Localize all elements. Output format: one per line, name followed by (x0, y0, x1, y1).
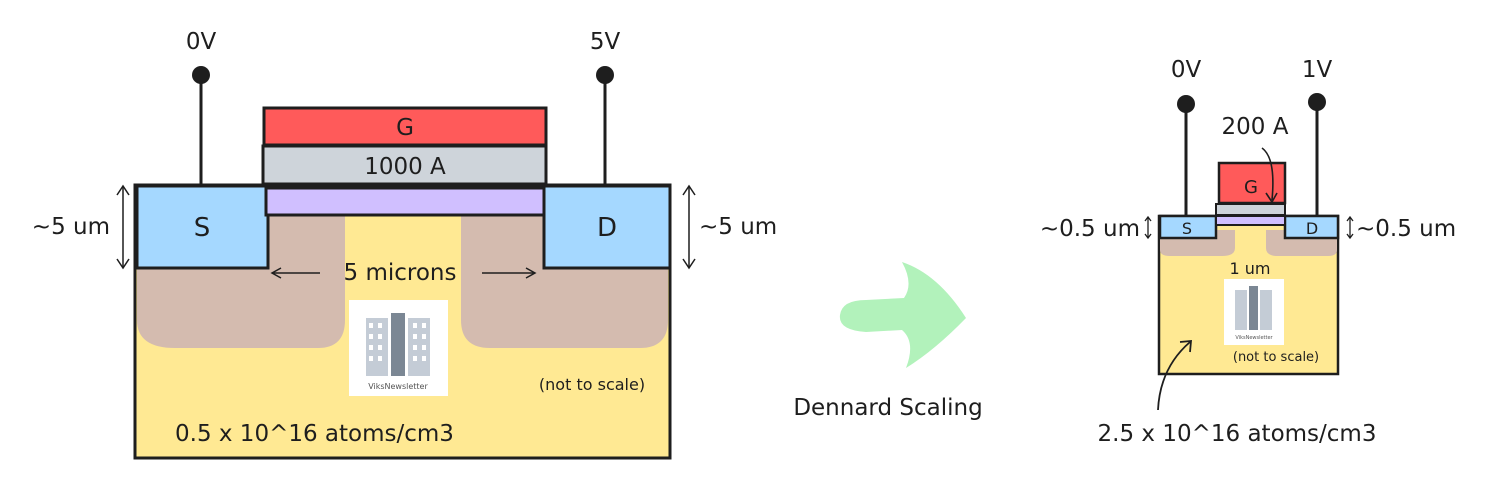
right-oxide-thickness: 200 A (1222, 114, 1289, 140)
left-drain-label: D (597, 213, 617, 243)
right-channel-layer (1215, 215, 1286, 226)
right-source-label: S (1182, 219, 1192, 238)
right-depth-marker-right (1346, 215, 1354, 240)
right-doping-pointer (1157, 340, 1192, 411)
left-depth-marker-left (116, 184, 130, 270)
left-source-terminal (192, 66, 210, 84)
left-depth-marker-right (682, 184, 696, 270)
left-newsletter-logo: ViksNewsletter (349, 300, 448, 396)
right-oxide-layer (1215, 203, 1286, 216)
left-doping: 0.5 x 10^16 atoms/cm3 (175, 421, 454, 447)
right-gate-label: G (1244, 177, 1258, 198)
left-channel-layer (264, 186, 546, 217)
right-drain-voltage: 1V (1302, 57, 1333, 83)
left-transistor: ViksNewsletter 0V 5V G 1000 A S D ~5 um … (32, 29, 777, 460)
left-source-voltage: 0V (186, 29, 217, 55)
right-scale-note: (not to scale) (1233, 350, 1319, 365)
left-source-region (135, 184, 270, 270)
right-arrow-icon (839, 262, 966, 368)
left-drain-voltage: 5V (590, 29, 621, 55)
right-gate (1217, 161, 1287, 205)
left-junction-depth-left: ~5 um (32, 214, 110, 240)
right-source-voltage: 0V (1171, 57, 1202, 83)
left-source-label: S (194, 213, 211, 243)
left-scale-note: (not to scale) (539, 375, 645, 394)
right-depth-marker-left (1144, 215, 1152, 240)
left-channel-length: 5 microns (344, 260, 457, 286)
right-transistor: ViksNewsletter 0V 1V 200 A G S D ~0.5 um… (1040, 57, 1456, 447)
right-newsletter-logo: ViksNewsletter (1224, 279, 1284, 345)
left-channel-length-arrow (270, 267, 537, 279)
right-doping: 2.5 x 10^16 atoms/cm3 (1098, 421, 1377, 447)
left-gate-label: G (396, 115, 414, 141)
right-oxide-pointer (1261, 147, 1278, 204)
left-drain-region (542, 184, 672, 270)
left-oxide-layer (261, 144, 548, 186)
right-drain-label: D (1306, 219, 1318, 238)
left-depletion-drain (461, 215, 668, 348)
right-channel-length: 1 um (1230, 259, 1271, 278)
left-drain-terminal (596, 66, 614, 84)
left-gate (262, 106, 548, 147)
transition: Dennard Scaling (793, 262, 983, 421)
left-logo-caption: ViksNewsletter (368, 382, 428, 391)
dennard-scaling-label: Dennard Scaling (793, 395, 982, 421)
right-source-terminal (1177, 95, 1195, 113)
left-depletion-source (137, 215, 345, 348)
right-source-region (1158, 214, 1218, 240)
right-drain-terminal (1308, 93, 1326, 111)
right-junction-depth-right: ~0.5 um (1356, 216, 1456, 242)
right-junction-depth-left: ~0.5 um (1040, 216, 1140, 242)
right-logo-caption: ViksNewsletter (1235, 335, 1273, 341)
right-drain-region (1283, 214, 1340, 240)
left-junction-depth-right: ~5 um (699, 214, 777, 240)
left-oxide-thickness: 1000 A (364, 154, 446, 180)
